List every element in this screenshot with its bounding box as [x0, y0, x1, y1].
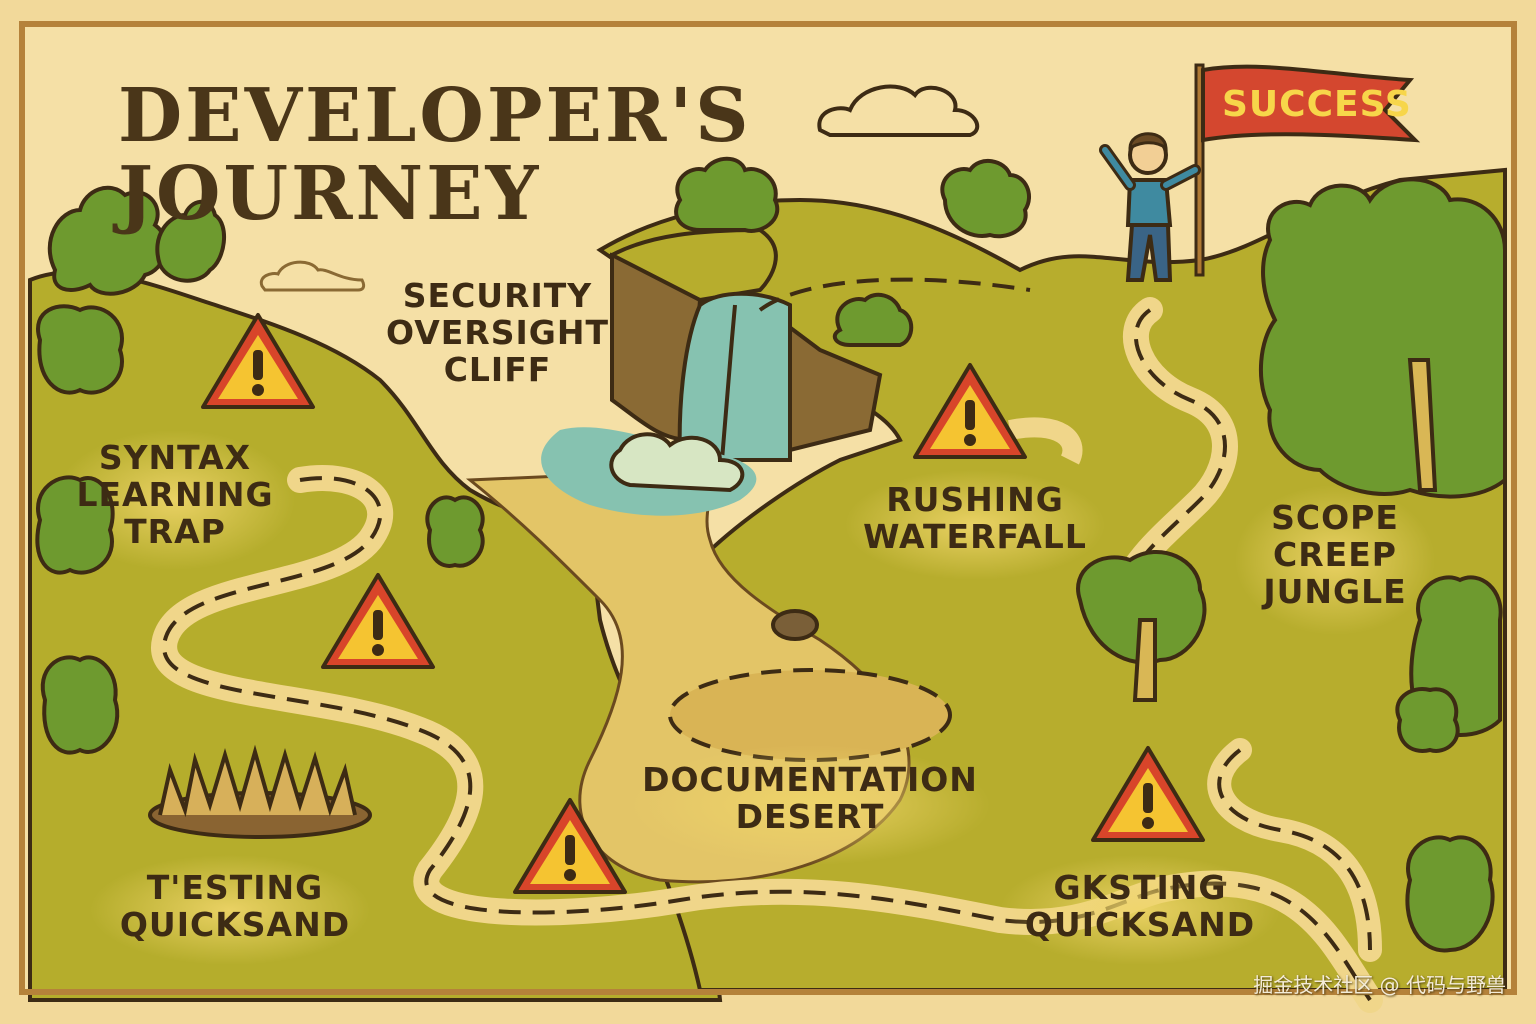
desert-basin [668, 668, 952, 762]
warning-icon [1091, 746, 1205, 842]
waterfall-line [720, 304, 737, 461]
region-label-documentation: DOCUMENTATION DESERT [642, 760, 978, 836]
cloud-large [817, 84, 980, 137]
palm-trunks [1132, 358, 1438, 702]
region-label-syntax: SYNTAX LEARNING TRAP [76, 438, 274, 551]
success-flag-label: SUCCESS [1222, 84, 1412, 125]
trail-lower-right-dashes [1217, 748, 1372, 951]
warning-icon [913, 363, 1027, 459]
region-label-testing: T'ESTING QUICKSAND [119, 868, 351, 944]
foam [609, 432, 745, 493]
trail-spur [1008, 417, 1083, 465]
map-title: DEVELOPER'S JOURNEY [118, 73, 752, 237]
watermark: 掘金技术社区 @ 代码与野兽 [1253, 973, 1506, 997]
tree-cluster-top [674, 156, 1031, 347]
trail-upper [758, 277, 1031, 312]
region-label-security: SECURITY OVERSIGHT CLIFF [386, 276, 609, 389]
region-label-waterfall: RUSHING WATERFALL [863, 480, 1087, 556]
trail-right-dashes [1118, 308, 1227, 601]
region-label-gksting: GKSTING QUICKSAND [1024, 868, 1256, 944]
region-label-scope: SCOPE CREEP JUNGLE [1263, 498, 1407, 611]
tree-cluster-left [35, 185, 485, 755]
developer-character [1099, 132, 1201, 282]
warning-icon [513, 798, 627, 894]
warning-signs [201, 313, 1205, 894]
warning-icon [321, 573, 435, 669]
spike-trap [148, 744, 372, 839]
cloud-small [259, 260, 366, 292]
rock [771, 609, 819, 641]
map-border [19, 21, 1517, 995]
tree-cluster-right [1076, 177, 1507, 953]
warning-icon [201, 313, 315, 409]
